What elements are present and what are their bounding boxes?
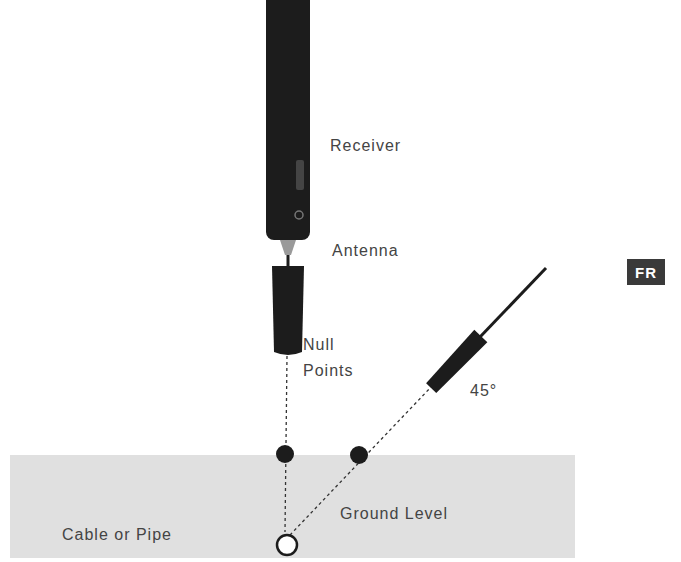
ground-band bbox=[10, 455, 575, 558]
receiver-body bbox=[266, 0, 310, 240]
cable-label: Cable or Pipe bbox=[62, 524, 172, 546]
antenna-probe bbox=[272, 266, 304, 355]
angled-rod bbox=[480, 268, 546, 337]
null-points-label: Null Points bbox=[303, 332, 365, 384]
null-point bbox=[350, 446, 368, 464]
angle-label: 45° bbox=[470, 380, 497, 402]
antenna-label: Antenna bbox=[332, 240, 399, 262]
language-code: FR bbox=[635, 264, 657, 281]
receiver-button bbox=[296, 160, 304, 190]
receiver-label: Receiver bbox=[330, 135, 401, 157]
antenna-base bbox=[280, 240, 296, 255]
ground-level-label: Ground Level bbox=[340, 503, 448, 525]
vertical-guide bbox=[285, 356, 287, 532]
null-point bbox=[276, 445, 294, 463]
language-tag: FR bbox=[627, 259, 665, 285]
receiver-socket bbox=[295, 211, 303, 219]
cable-pipe-symbol bbox=[277, 535, 297, 555]
